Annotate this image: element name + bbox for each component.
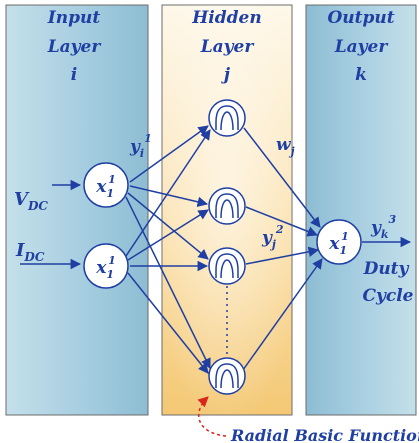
hidden-node-1 — [208, 99, 246, 137]
output-node: x11 — [316, 219, 362, 265]
hidden-layer-index: j — [221, 65, 231, 85]
callout-label: Radial Basic Function — [230, 426, 419, 443]
callout-arrow — [197, 396, 227, 437]
input-layer-title-1: Input — [47, 8, 101, 28]
input-node-1: x11 — [83, 162, 129, 208]
yj2-label: yj2 — [261, 223, 284, 251]
radial-basis-function-icon — [215, 193, 239, 219]
radial-basis-function-icon — [215, 253, 239, 279]
input-hidden-connections — [125, 125, 211, 374]
input-layer-panel — [5, 4, 149, 416]
radial-basis-function-icon — [215, 105, 239, 131]
hidden-layer-title-1: Hidden — [191, 8, 261, 28]
output-layer-title-2: Layer — [334, 37, 389, 57]
input-node-2: x11 — [83, 243, 129, 289]
output-label-duty: Duty — [363, 259, 410, 279]
hidden-output-connections — [242, 127, 323, 371]
hidden-layer-title-2: Layer — [200, 37, 255, 57]
yk3-label: yk3 — [370, 213, 397, 241]
input-layer-title-2: Layer — [47, 37, 102, 57]
svg-text:x11: x11 — [95, 254, 115, 281]
hidden-node-4 — [208, 357, 246, 395]
output-label-cycle: Cycle — [362, 286, 413, 306]
wj-label: wj — [276, 135, 295, 158]
output-layer-title-1: Output — [327, 8, 394, 28]
radial-basis-function-icon — [215, 363, 239, 389]
vdc-label: VDC — [14, 189, 48, 213]
svg-text:x11: x11 — [95, 173, 115, 200]
output-layer-panel — [305, 4, 417, 416]
svg-text:x11: x11 — [328, 230, 348, 257]
output-layer-index: k — [355, 65, 367, 85]
hidden-node-3 — [208, 247, 246, 285]
hidden-node-2 — [208, 187, 246, 225]
yi1-label: yi1 — [129, 132, 152, 160]
idc-label: IDC — [15, 240, 45, 264]
input-layer-index: i — [71, 65, 77, 85]
